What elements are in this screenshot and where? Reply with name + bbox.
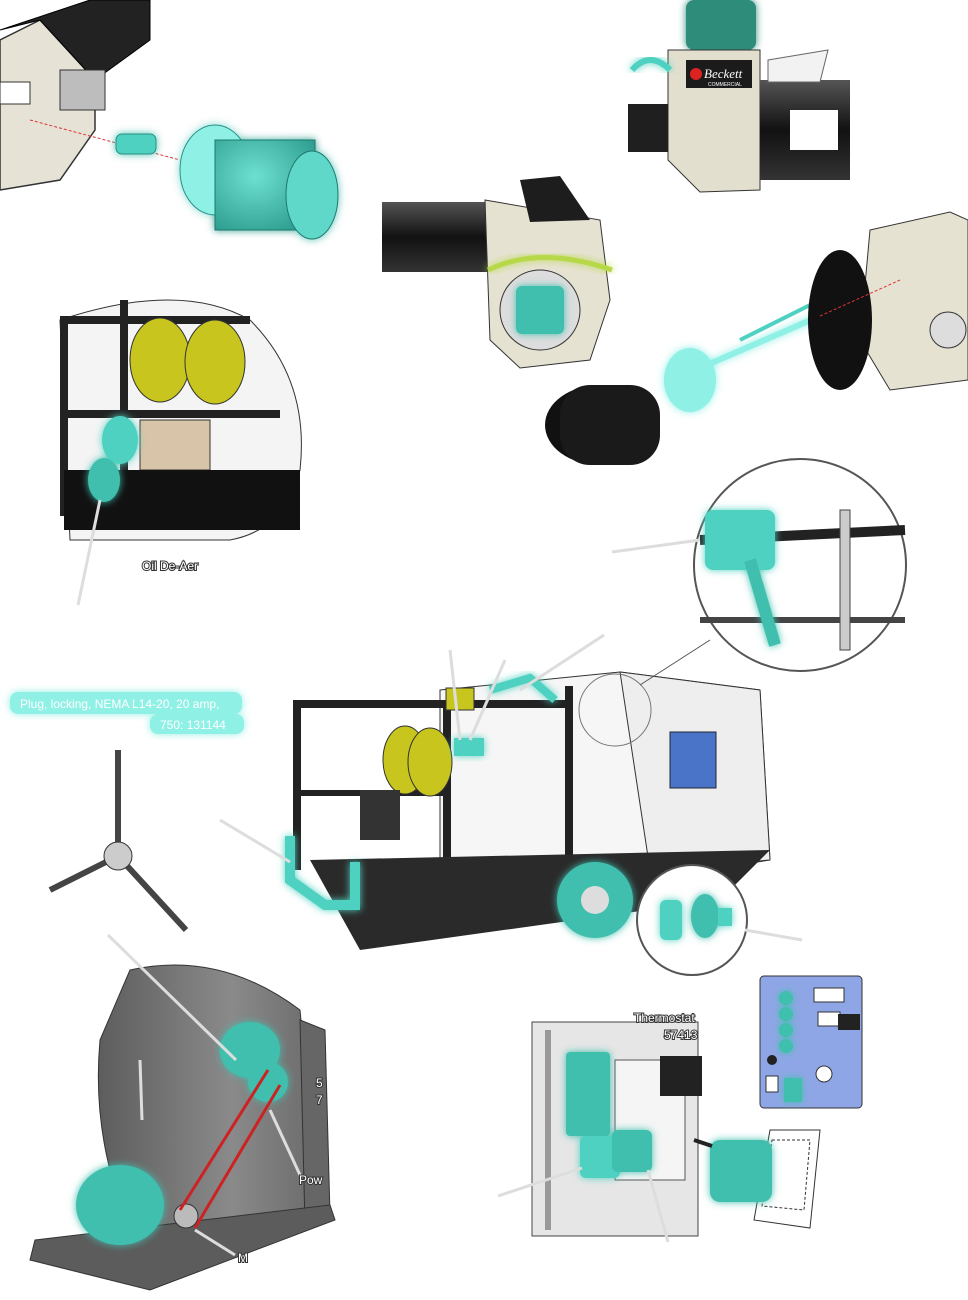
burner-front-view	[382, 176, 613, 369]
main-heater-unit	[219, 633, 771, 950]
power-label: Pow	[299, 1173, 323, 1187]
blower-housing-belt-drive	[29, 933, 336, 1291]
beckett-logo-sub: COMMERCIAL	[708, 82, 742, 88]
three-blade-fan	[48, 750, 189, 933]
burner-blower-motor-assembly	[0, 0, 339, 240]
detail-magnifier-top	[611, 458, 907, 672]
detail-magnifier-switch	[636, 864, 803, 976]
beckett-logo-text: Beckett	[704, 66, 743, 81]
beckett-burner: Beckett COMMERCIAL	[628, 0, 850, 193]
plug-callout	[10, 692, 244, 734]
oil-deaerator-label: Oil De-Aer	[142, 559, 198, 573]
plug-label-line1: Plug, locking, NEMA L14-20, 20 amp,	[20, 697, 219, 711]
electrical-control-panel	[497, 1021, 702, 1243]
plug-label-line2: 750: 131144	[160, 718, 226, 732]
thermostat-label-line1: Thermostat	[634, 1011, 695, 1025]
thermostat-box	[693, 1129, 821, 1229]
blue-control-box	[759, 975, 863, 1109]
belt-label-line2: 7	[316, 1093, 323, 1107]
thermostat-label-line2: 57413	[664, 1028, 698, 1042]
burner-head-exploded	[545, 211, 968, 465]
motor-label: M	[238, 1251, 248, 1265]
belt-label-line1: 5	[316, 1076, 323, 1090]
frame-detail-oil-deaerator	[59, 299, 302, 606]
